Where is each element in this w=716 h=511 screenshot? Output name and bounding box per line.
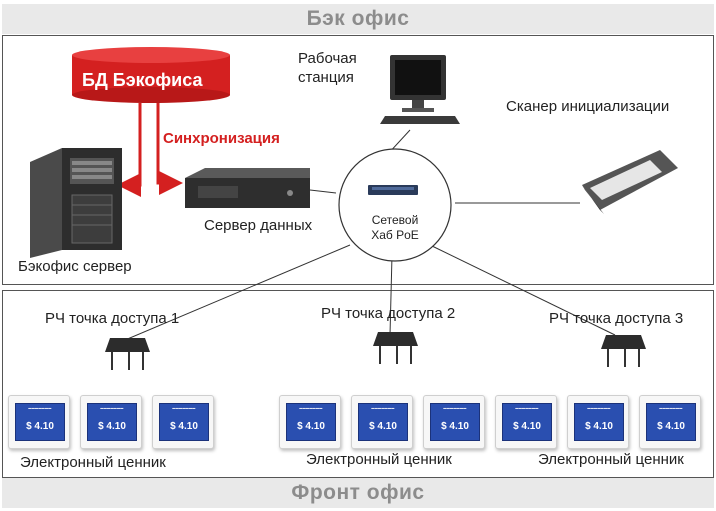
access-point-icon <box>105 338 150 370</box>
front-office-header: Фронт офис <box>2 478 714 508</box>
access-point-1-label: РЧ точка доступа 1 <box>45 310 180 327</box>
data-server-label: Сервер данных <box>204 217 313 234</box>
hub-label-line1: Сетевой <box>371 213 419 227</box>
sync-label: Синхронизация <box>163 130 280 147</box>
data-server-icon <box>185 168 310 208</box>
access-point-icon <box>601 335 646 367</box>
price-tag: ━━━━━━━$ 4.10 <box>639 395 701 449</box>
price-tag: ━━━━━━━$ 4.10 <box>8 395 70 449</box>
price-tag: ━━━━━━━$ 4.10 <box>80 395 142 449</box>
link-ap2 <box>389 254 393 336</box>
price-tag: ━━━━━━━$ 4.10 <box>279 395 341 449</box>
scanner-icon <box>582 150 678 214</box>
access-point-3-label: РЧ точка доступа 3 <box>549 310 684 327</box>
price-tag-group-label-2: Электронный ценник <box>306 451 452 468</box>
scanner-label: Сканер инициализации <box>506 98 670 115</box>
workstation-icon <box>380 55 460 124</box>
database-label: БД Бэкофиса <box>82 70 203 90</box>
price-tag: ━━━━━━━$ 4.10 <box>152 395 214 449</box>
backoffice-server-label: Бэкофис сервер <box>18 258 132 275</box>
server-tower-icon <box>30 148 122 258</box>
access-point-icon <box>373 332 418 364</box>
price-tag: ━━━━━━━$ 4.10 <box>351 395 413 449</box>
hub-label-line2: Хаб PoE <box>371 228 419 242</box>
price-tag: ━━━━━━━$ 4.10 <box>423 395 485 449</box>
front-office-panel <box>2 290 714 478</box>
price-tag: ━━━━━━━$ 4.10 <box>567 395 629 449</box>
price-tag: ━━━━━━━$ 4.10 <box>495 395 557 449</box>
link-data-server <box>309 189 337 194</box>
back-office-header: Бэк офис <box>2 4 714 34</box>
access-point-2-label: РЧ точка доступа 2 <box>321 305 456 322</box>
price-tag-group-label-1: Электронный ценник <box>20 454 166 471</box>
workstation-label-line2: станция <box>298 69 354 86</box>
price-tag-group-label-3: Электронный ценник <box>538 451 684 468</box>
hub-icon <box>338 148 452 262</box>
database-icon <box>72 47 230 103</box>
link-ap1 <box>124 244 351 341</box>
sync-arrows <box>117 103 183 197</box>
workstation-label-line1: Рабочая <box>298 50 357 67</box>
back-office-panel <box>2 35 714 285</box>
link-ap3 <box>429 244 616 336</box>
